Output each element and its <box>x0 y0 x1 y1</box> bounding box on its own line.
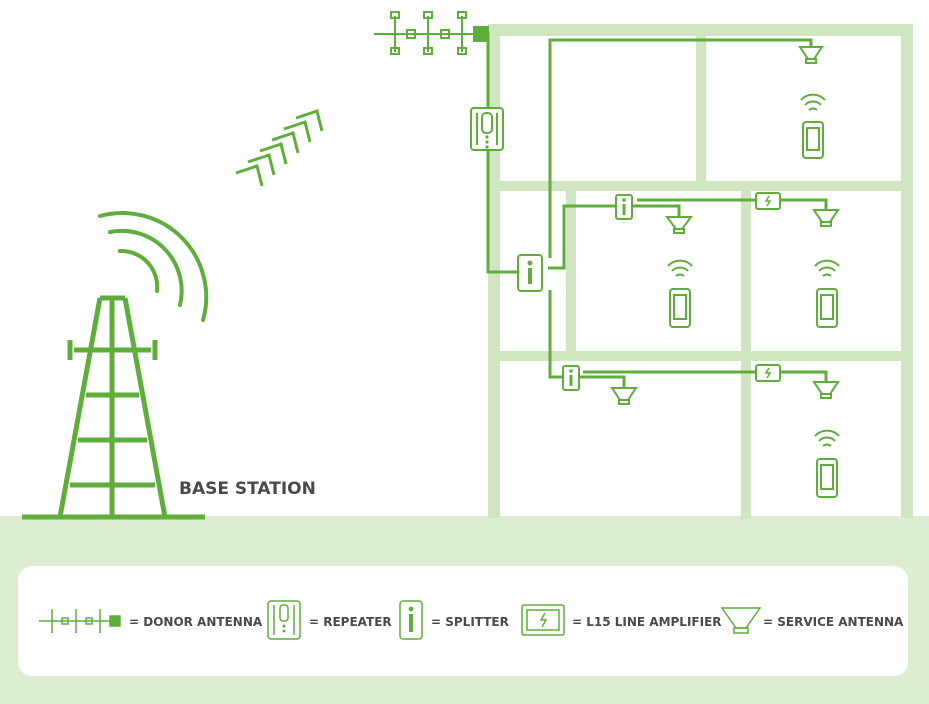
service-antenna-icon <box>812 381 840 399</box>
legend-donor-antenna-icon <box>39 609 121 633</box>
building <box>488 24 913 519</box>
service-antenna-icon <box>665 216 693 234</box>
phone-icon <box>667 259 693 328</box>
floor1-splitter <box>562 365 580 391</box>
base-station-tower <box>22 295 205 520</box>
phone-icon <box>814 429 840 498</box>
legend-splitter-label: = SPLITTER <box>431 615 509 629</box>
phones <box>667 93 840 498</box>
legend-service-antenna-label: = SERVICE ANTENNA <box>763 615 904 629</box>
repeater <box>470 107 504 151</box>
donor-antenna <box>374 11 489 55</box>
service-antenna-icon <box>812 209 840 227</box>
broadcast-waves <box>98 211 209 322</box>
legend-line-amplifier-icon <box>521 604 565 636</box>
legend-repeater-icon <box>267 600 301 640</box>
phone-icon <box>800 93 826 159</box>
legend-line-amplifier-label: = L15 LINE AMPLIFIER <box>572 615 722 629</box>
legend-service-antenna-icon <box>720 607 762 634</box>
phone-icon <box>814 259 840 328</box>
line-amplifier-top <box>755 192 781 210</box>
floor2-splitter <box>615 194 633 220</box>
legend-repeater-label: = REPEATER <box>309 615 392 629</box>
signal-chevrons <box>235 109 324 187</box>
main-splitter <box>517 254 543 292</box>
service-antenna-icon <box>798 46 824 64</box>
line-amplifier-bottom <box>755 364 781 382</box>
service-antenna-icon <box>610 387 638 405</box>
base-station-label: BASE STATION <box>179 479 316 499</box>
cable-network <box>481 32 828 387</box>
legend-donor-antenna-label: = DONOR ANTENNA <box>129 615 263 629</box>
service-antennas <box>610 46 840 405</box>
legend-panel <box>18 566 908 676</box>
legend-splitter-icon <box>399 600 423 640</box>
